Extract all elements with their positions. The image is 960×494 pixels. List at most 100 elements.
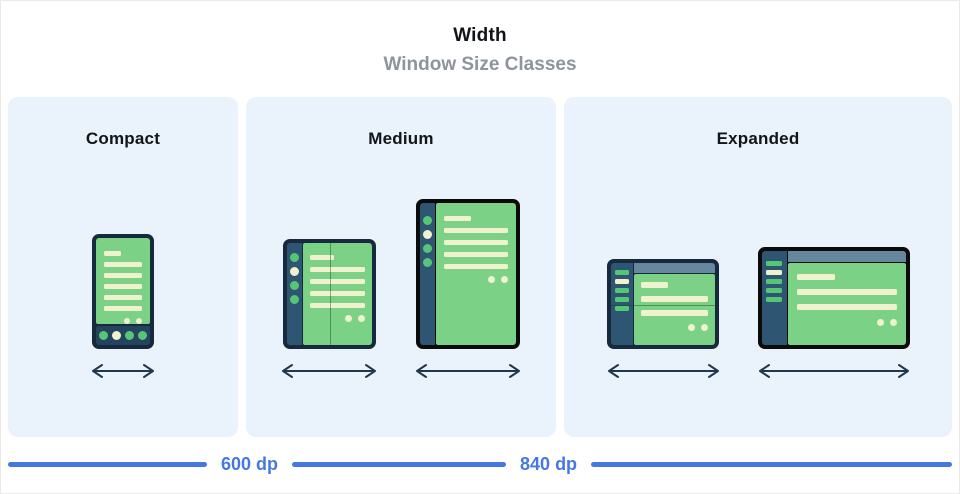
axis-line — [8, 461, 207, 467]
text-line — [104, 295, 142, 300]
breakpoint-600dp: 600 dp — [221, 453, 279, 474]
text-line — [104, 262, 142, 267]
top-app-bar — [787, 251, 906, 262]
panel-expanded-devices — [564, 247, 952, 379]
panel-medium-devices — [246, 199, 556, 379]
dot-icon — [344, 315, 352, 322]
device-column — [757, 247, 910, 379]
device-column — [281, 239, 377, 379]
dot-icon — [124, 318, 130, 324]
text-line — [104, 251, 122, 256]
rail-circle-icon — [289, 253, 299, 262]
action-dots — [797, 319, 897, 326]
nav-rail — [611, 263, 633, 345]
text-line — [796, 289, 897, 295]
foldable-screen — [634, 274, 715, 345]
diagram-title: Width — [453, 25, 507, 46]
nav-circle-icon — [125, 331, 134, 340]
tablet-portrait-icon — [416, 199, 520, 349]
axis-line — [292, 461, 507, 467]
breakpoint-axis: 600 dp 840 dp — [8, 454, 952, 474]
action-dots — [104, 317, 142, 324]
top-app-bar — [634, 263, 715, 273]
fold-line — [611, 304, 715, 306]
nav-rail — [420, 203, 435, 345]
text-line — [641, 282, 668, 288]
diagram-header: Width Window Size Classes — [0, 25, 960, 76]
text-line — [444, 228, 508, 233]
rail-circle-icon — [423, 244, 432, 253]
fold-line — [330, 243, 332, 345]
text-line — [309, 267, 365, 272]
device-main-area — [634, 263, 715, 345]
dot-icon — [136, 318, 142, 324]
text-line — [444, 252, 508, 257]
action-dots — [310, 315, 365, 322]
rail-item — [766, 261, 782, 266]
width-arrow-icon — [416, 364, 520, 378]
text-line — [104, 284, 142, 289]
tablet-screen — [787, 263, 906, 345]
text-line — [641, 310, 708, 316]
nav-circle-icon — [112, 331, 121, 340]
width-arrow-icon — [607, 364, 719, 378]
rail-item — [615, 279, 629, 284]
phone-portrait-icon — [92, 234, 154, 349]
nav-circle-icon — [99, 331, 108, 340]
rail-item — [766, 288, 782, 293]
device-main-area — [787, 251, 906, 345]
text-line — [444, 264, 508, 269]
panel-medium: Medium — [246, 97, 556, 437]
text-line — [641, 296, 708, 302]
foldable-open-icon — [282, 239, 376, 349]
text-line — [309, 291, 365, 296]
text-line — [104, 273, 142, 278]
dot-icon — [501, 276, 508, 283]
screen-content — [96, 238, 150, 324]
tablet-screen — [436, 203, 516, 345]
nav-rail — [286, 243, 302, 345]
phone-navbar — [96, 326, 150, 345]
tablet-landscape-icon — [757, 247, 910, 349]
dot-icon — [488, 276, 495, 283]
screen-content — [303, 243, 372, 322]
screen-content — [634, 274, 715, 331]
text-line — [796, 274, 835, 280]
foldable-landscape-icon — [607, 259, 719, 349]
dot-icon — [876, 319, 884, 326]
phone-screen — [96, 238, 150, 324]
width-arrow-icon — [758, 364, 909, 378]
rail-item — [615, 297, 629, 302]
text-line — [104, 306, 142, 311]
rail-circle-icon — [289, 295, 299, 304]
dot-icon — [688, 324, 695, 331]
size-class-panels: Compact — [8, 97, 952, 437]
axis-line — [591, 461, 952, 467]
text-line — [444, 240, 508, 245]
rail-item — [766, 270, 782, 275]
nav-rail — [761, 251, 787, 345]
width-arrow-icon — [92, 364, 154, 378]
rail-item — [615, 306, 629, 311]
screen-content — [436, 203, 516, 283]
panel-expanded-label: Expanded — [716, 129, 800, 148]
action-dots — [444, 276, 508, 283]
foldable-screen — [302, 243, 372, 345]
rail-item — [615, 288, 629, 293]
breakpoint-840dp: 840 dp — [520, 453, 578, 474]
panel-compact-devices — [8, 234, 238, 379]
width-arrow-icon — [282, 364, 376, 378]
device-column — [607, 259, 720, 379]
panel-compact-label: Compact — [85, 129, 161, 148]
diagram-subtitle: Window Size Classes — [383, 54, 577, 75]
dot-icon — [357, 315, 365, 322]
panel-expanded: Expanded — [564, 97, 952, 437]
rail-circle-icon — [289, 267, 299, 276]
rail-item — [615, 270, 629, 275]
rail-item — [766, 297, 782, 302]
device-column — [91, 234, 155, 379]
text-line — [309, 255, 334, 260]
dot-icon — [889, 319, 897, 326]
panel-medium-label: Medium — [368, 129, 434, 148]
